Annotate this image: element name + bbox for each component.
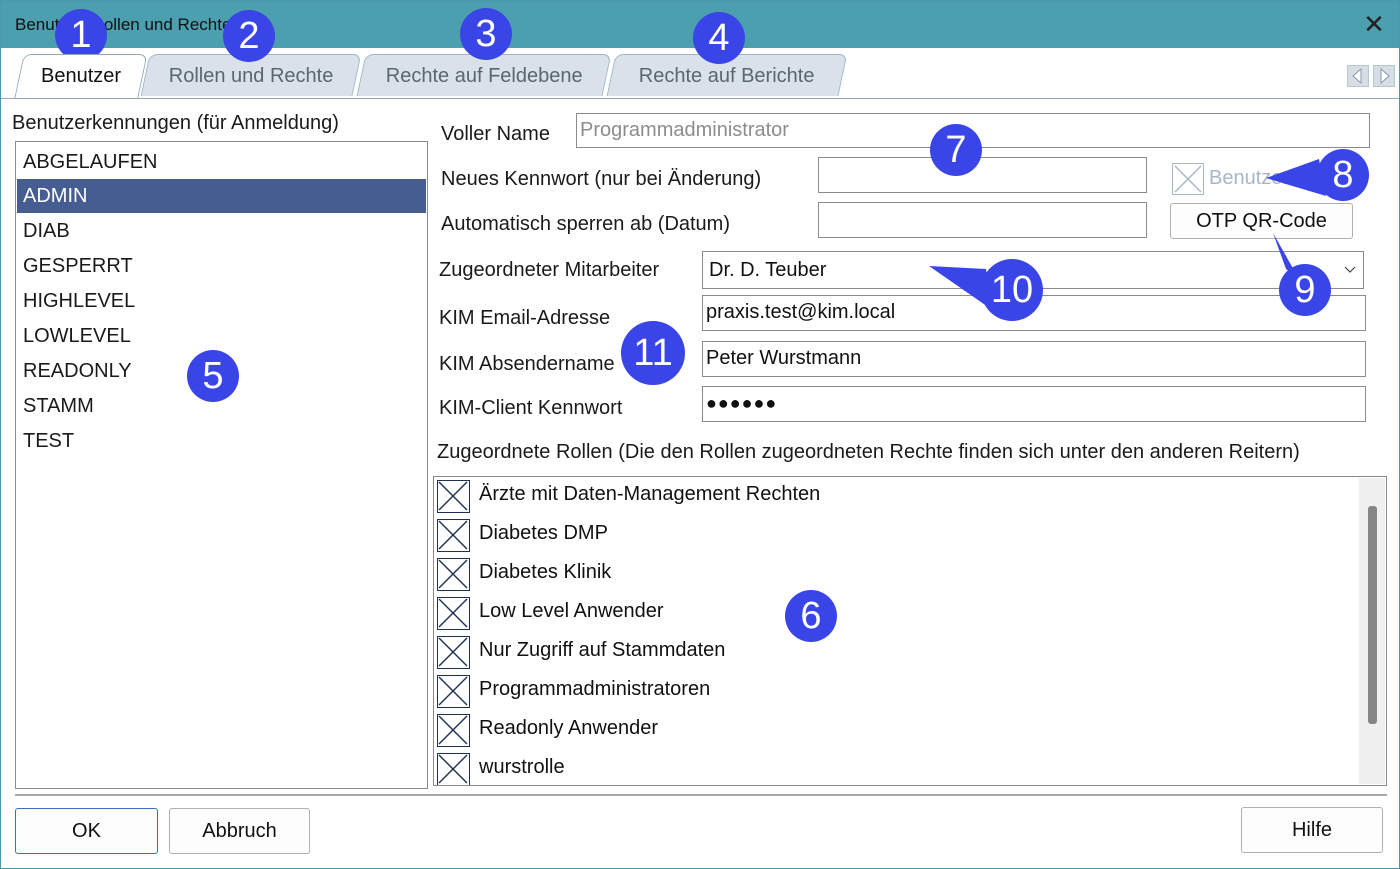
employee-value: Dr. D. Teuber	[709, 259, 827, 281]
role-checkbox[interactable]	[437, 519, 470, 552]
annotation-badge-10: 10	[981, 259, 1043, 321]
chevron-down-icon[interactable]	[1337, 252, 1363, 288]
user-item[interactable]: GESPERRT	[23, 255, 133, 277]
close-icon[interactable]: ✕	[1363, 9, 1385, 39]
roles-list[interactable]: Ärzte mit Daten-Management Rechten Diabe…	[433, 476, 1387, 786]
annotation-badge-11: 11	[621, 321, 685, 385]
role-checkbox[interactable]	[437, 636, 470, 669]
ok-button[interactable]: OK	[15, 808, 158, 854]
employee-label: Zugeordneter Mitarbeiter	[439, 259, 660, 281]
role-checkbox[interactable]	[437, 597, 470, 630]
tab-scroll-right-icon[interactable]	[1373, 65, 1395, 87]
role-label: wurstrolle	[479, 756, 565, 778]
scrollbar-thumb[interactable]	[1368, 506, 1377, 724]
new-password-field[interactable]	[818, 157, 1147, 193]
user-item[interactable]: ABGELAUFEN	[23, 151, 158, 173]
tab-benutzer[interactable]: Benutzer	[14, 54, 148, 98]
role-checkbox[interactable]	[437, 480, 470, 513]
kim-email-label: KIM Email-Adresse	[439, 307, 611, 329]
new-password-label: Neues Kennwort (nur bei Änderung)	[441, 168, 762, 190]
footer-separator	[15, 794, 1387, 796]
user-item[interactable]: READONLY	[23, 360, 132, 382]
annotation-badge-6: 6	[785, 590, 837, 642]
role-label: Programmadministratoren	[479, 678, 711, 700]
tab-label: Benutzer	[40, 65, 122, 87]
annotation-badge-5: 5	[187, 350, 239, 402]
kim-password-label: KIM-Client Kennwort	[439, 397, 623, 419]
user-item-selected[interactable]: ADMIN	[17, 179, 426, 213]
user-item[interactable]: LOWLEVEL	[23, 325, 131, 347]
cancel-button[interactable]: Abbruch	[169, 808, 310, 854]
role-checkbox[interactable]	[437, 558, 470, 591]
annotation-badge-1: 1	[55, 9, 107, 61]
annotation-badge-8: 8	[1317, 149, 1369, 201]
auto-lock-date-field[interactable]	[818, 202, 1147, 238]
full-name-label: Voller Name	[441, 123, 550, 145]
role-label: Readonly Anwender	[479, 717, 659, 739]
pointer-8	[1266, 159, 1326, 196]
user-list[interactable]: ABGELAUFEN ADMIN DIAB GESPERRT HIGHLEVEL…	[15, 141, 428, 789]
user-checkbox[interactable]	[1172, 163, 1204, 195]
user-item[interactable]: TEST	[23, 430, 75, 452]
roles-heading: Zugeordnete Rollen (Die den Rollen zugeo…	[437, 441, 1300, 463]
user-ids-heading: Benutzerkennungen (für Anmeldung)	[12, 112, 339, 134]
user-item[interactable]: DIAB	[23, 220, 70, 242]
role-checkbox[interactable]	[437, 714, 470, 747]
user-item[interactable]: STAMM	[23, 395, 94, 417]
role-label: Nur Zugriff auf Stammdaten	[479, 639, 726, 661]
user-checkbox-label: Benutzer	[1209, 167, 1290, 189]
tab-scroll-left-icon[interactable]	[1347, 65, 1369, 87]
role-label: Diabetes Klinik	[479, 561, 612, 583]
role-checkbox[interactable]	[437, 753, 470, 785]
auto-lock-label: Automatisch sperren ab (Datum)	[441, 213, 731, 235]
role-checkbox[interactable]	[437, 675, 470, 708]
role-label: Ärzte mit Daten-Management Rechten	[479, 483, 821, 505]
annotation-badge-2: 2	[223, 10, 275, 62]
help-button[interactable]: Hilfe	[1241, 807, 1383, 853]
roles-scrollbar[interactable]	[1359, 478, 1385, 784]
kim-password-field[interactable]: ●●●●●●	[702, 386, 1366, 422]
annotation-badge-9: 9	[1279, 264, 1331, 316]
annotation-badge-3: 3	[460, 8, 512, 60]
user-item[interactable]: HIGHLEVEL	[23, 290, 136, 312]
pointer-10	[929, 266, 991, 309]
kim-sender-label: KIM Absendername	[439, 353, 615, 375]
role-label: Low Level Anwender	[479, 600, 664, 622]
role-label: Diabetes DMP	[479, 522, 608, 544]
annotation-badge-4: 4	[693, 12, 745, 64]
otp-qr-code-button[interactable]: OTP QR-Code	[1170, 203, 1353, 239]
annotation-badge-7: 7	[930, 124, 982, 176]
kim-sender-field[interactable]: Peter Wurstmann	[702, 341, 1366, 377]
